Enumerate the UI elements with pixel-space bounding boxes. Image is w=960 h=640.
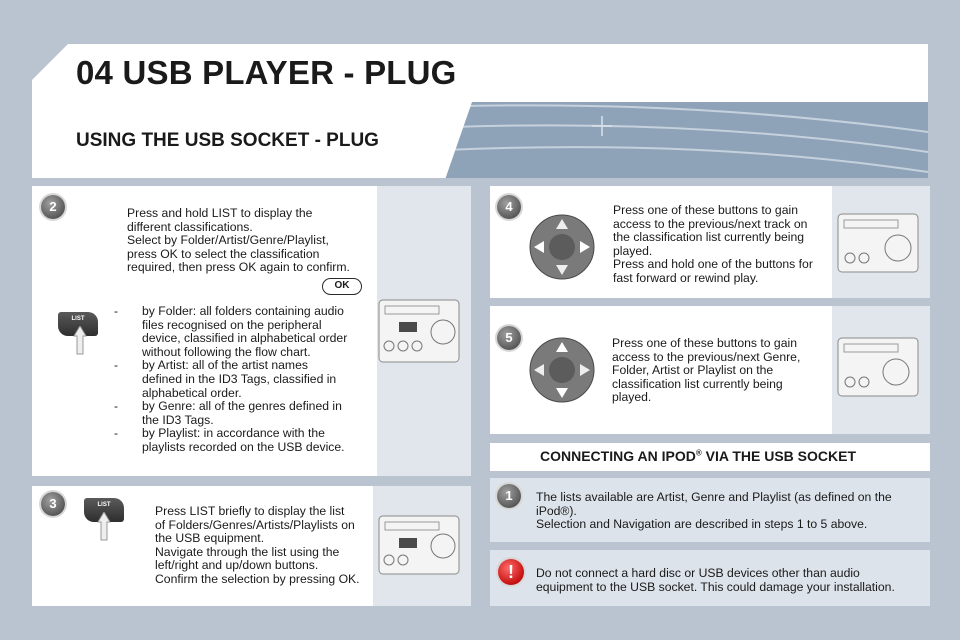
- text-line: Press LIST briefly to display the list: [155, 504, 345, 518]
- text-line: access to the previous/next track on: [613, 216, 808, 231]
- step-3-text: Press LIST briefly to display the list o…: [155, 504, 371, 587]
- text-line: The lists available are Artist, Genre an…: [536, 490, 892, 504]
- text-line: alphabetical order.: [142, 385, 242, 400]
- text-line: playlists recorded on the USB device.: [142, 439, 345, 454]
- text-line: of Folders/Genres/Artists/Playlists on: [155, 517, 355, 532]
- warning-text: Do not connect a hard disc or USB device…: [536, 566, 921, 594]
- text-line: the USB equipment.: [155, 531, 265, 546]
- connect-section-title: CONNECTING AN IPOD® VIA THE USB SOCKET: [540, 448, 856, 464]
- warning-icon: !: [498, 559, 524, 585]
- text-line: by Genre: all of the genres defined in: [142, 399, 342, 414]
- text-line: classification list currently being: [612, 376, 783, 391]
- pointing-hand-icon: [73, 326, 87, 355]
- list-item: by Genre: all of the genres defined in t…: [114, 399, 376, 427]
- step-4-text: Press one of these buttons to gain acces…: [613, 203, 828, 286]
- connect-section-header: [490, 443, 930, 471]
- ok-button-illustration: OK: [322, 278, 362, 295]
- text-line: required, then press OK again to confirm…: [127, 260, 350, 275]
- text-line: by Artist: all of the artist names: [142, 358, 308, 373]
- text-line: Select by Folder/Artist/Genre/Playlist,: [127, 233, 329, 248]
- text-line: iPod®).: [536, 503, 577, 518]
- text-line: played.: [612, 390, 652, 405]
- text-line: by Playlist: in accordance with the: [142, 426, 325, 441]
- text-line: device, classified in alphabetical order: [142, 331, 348, 346]
- text-line: Navigate through the list using the: [155, 544, 340, 559]
- text-line: press OK to select the classification: [127, 246, 320, 261]
- step-5-badge: 5: [497, 326, 521, 350]
- registered-mark: ®: [695, 448, 702, 458]
- radio-unit-icon: [378, 515, 460, 575]
- list-item: by Artist: all of the artist names defin…: [114, 359, 376, 400]
- text-line: Press and hold one of the buttons for: [613, 257, 813, 272]
- step-2-badge: 2: [41, 195, 65, 219]
- header-background: [32, 44, 928, 102]
- text-line: Selection and Navigation are described i…: [536, 517, 868, 532]
- page-title: 04 USB PLAYER - PLUG: [76, 54, 457, 91]
- step-1-text: The lists available are Artist, Genre an…: [536, 490, 921, 532]
- text-line: left/right and up/down buttons.: [155, 558, 319, 573]
- warning-panel: [490, 550, 930, 606]
- section-title: USING THE USB SOCKET - PLUG: [76, 130, 379, 151]
- text-line: Press one of these buttons to gain: [613, 203, 798, 217]
- radio-unit-icon: [378, 299, 460, 363]
- text-line: Do not connect a hard disc or USB device…: [536, 566, 860, 580]
- text-line: Press one of these buttons to gain: [612, 336, 797, 350]
- title-part: CONNECTING AN IPOD: [540, 448, 696, 464]
- list-item: by Folder: all folders containing audio …: [114, 304, 376, 359]
- title-part: VIA THE USB SOCKET: [701, 448, 857, 464]
- text-line: the classification list currently being: [613, 230, 805, 245]
- text-line: defined in the ID3 Tags, classified in: [142, 371, 337, 386]
- step-1-badge: 1: [497, 484, 521, 508]
- text-line: Folder, Artist or Playlist on the: [612, 363, 774, 378]
- text-line: access to the previous/next Genre,: [612, 349, 801, 364]
- text-line: the ID3 Tags.: [142, 412, 214, 427]
- text-line: equipment to the USB socket. This could …: [536, 579, 895, 594]
- step-4-badge: 4: [497, 195, 521, 219]
- direction-pad-icon: [529, 214, 595, 280]
- list-item: by Playlist: in accordance with the play…: [114, 427, 376, 454]
- step-1-panel: [490, 478, 930, 542]
- pointing-hand-icon: [97, 512, 111, 541]
- radio-unit-icon: [837, 337, 919, 397]
- section-banner: [32, 102, 472, 178]
- step-5-text: Press one of these buttons to gain acces…: [612, 336, 827, 405]
- text-line: played.: [613, 243, 653, 258]
- direction-pad-icon: [529, 337, 595, 403]
- step-3-badge: 3: [41, 492, 65, 516]
- step-2-text: Press and hold LIST to display the diffe…: [127, 206, 372, 275]
- radio-unit-icon: [837, 213, 919, 273]
- text-line: Confirm the selection by pressing OK.: [155, 571, 360, 586]
- text-line: fast forward or rewind play.: [613, 270, 759, 285]
- text-line: files recognised on the peripheral: [142, 317, 322, 332]
- text-line: by Folder: all folders containing audio: [142, 304, 344, 318]
- text-line: Press and hold LIST to display the: [127, 206, 313, 220]
- text-line: different classifications.: [127, 219, 253, 234]
- classification-list: by Folder: all folders containing audio …: [114, 304, 376, 455]
- text-line: without following the flow chart.: [142, 344, 311, 359]
